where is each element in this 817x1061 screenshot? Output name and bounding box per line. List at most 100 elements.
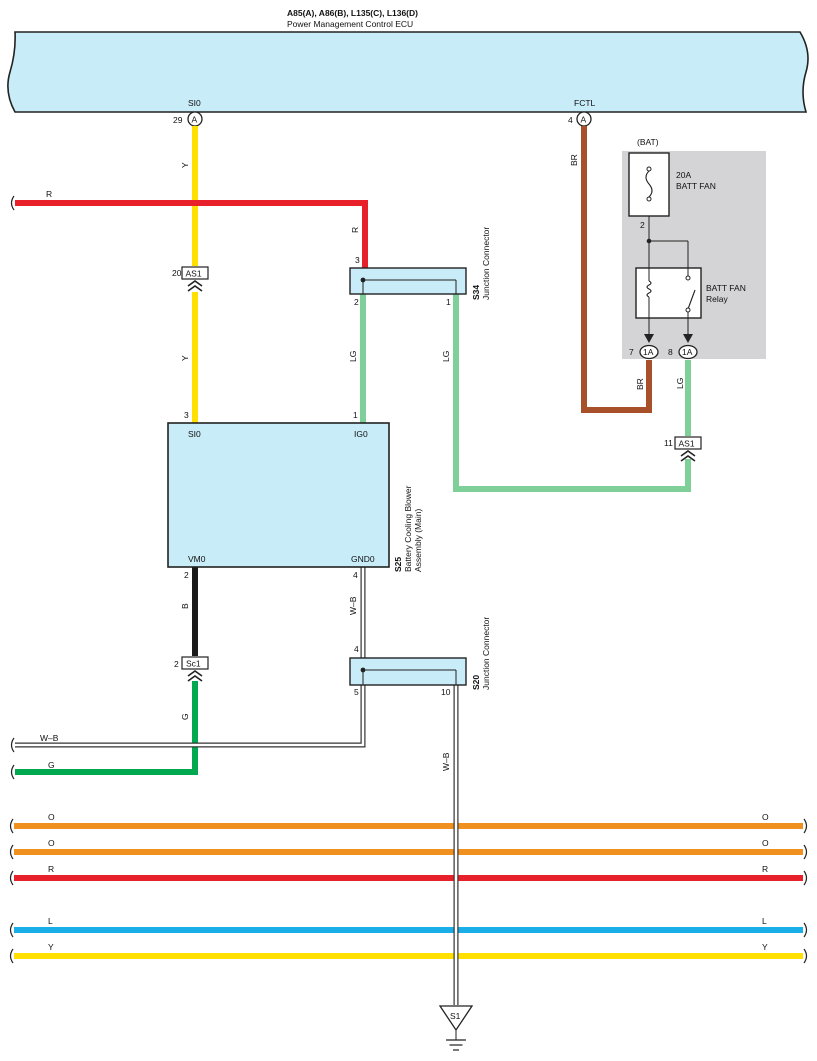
relay-box: (BAT) 20A BATT FAN 2 BATT FAN <box>628 137 746 360</box>
relay-pin-8: 8 1A <box>668 344 698 360</box>
relay-coil-icon <box>646 268 652 318</box>
s34-pin2: 2 <box>354 297 359 307</box>
arrow-icon <box>644 334 654 343</box>
s25-gnd0-pin: 4 <box>353 570 358 580</box>
label-g-horiz: G <box>48 760 55 770</box>
relay-pin-7: 7 1A <box>629 344 659 360</box>
pin-connector-letter: A <box>192 115 198 125</box>
label-r-top: R <box>46 189 52 199</box>
connector-pin-number: 2 <box>174 659 179 669</box>
bat-label: (BAT) <box>637 137 659 147</box>
label-lg-s34: LG <box>441 351 451 362</box>
pin-connector: 1A <box>682 347 693 357</box>
wire-labels: Y Y R R LG LG LG BR BR B G W–B W–B W–B G <box>40 154 685 771</box>
ecu-pin-a4: 4 A <box>568 111 592 127</box>
bus-wire-label-right: Y <box>762 942 768 952</box>
label-wb-vert: W–B <box>348 596 358 615</box>
s25-name-1: Battery Cooling Blower <box>403 485 413 572</box>
connector-sc1: 2 Sc1 <box>174 656 209 682</box>
ground-id: S1 <box>450 1011 461 1021</box>
power-management-ecu: A85(A), A86(B), L135(C), L136(D) Power M… <box>7 8 809 113</box>
pin-connector: 1A <box>643 347 654 357</box>
bus-wire-label-right: O <box>762 838 769 848</box>
s20-type: Junction Connector <box>481 617 491 690</box>
bus-wire-label-left: O <box>48 812 55 822</box>
s20-pin5: 5 <box>354 687 359 697</box>
connector-name: AS1 <box>679 439 695 449</box>
label-lg-s25: LG <box>348 351 358 362</box>
wire-end-bracket <box>9 922 14 938</box>
fuse-rating: 20A <box>676 170 691 180</box>
s25-gnd0-label: GND0 <box>351 554 375 564</box>
s25-si0-label: SI0 <box>188 429 201 439</box>
fuse-name: BATT FAN <box>676 181 716 191</box>
wire-g <box>15 681 198 775</box>
wire-end-bracket <box>9 948 14 964</box>
bus-wire-label-right: R <box>762 864 768 874</box>
connector-as1-right: 11 AS1 <box>664 436 702 462</box>
s34-id: S34 <box>471 285 481 300</box>
s25-ig0-label: IG0 <box>354 429 368 439</box>
bus-wire-label-left: Y <box>48 942 54 952</box>
pin-number: 4 <box>568 115 573 125</box>
bus-wire-label-right: O <box>762 812 769 822</box>
wire-end-bracket <box>9 844 14 860</box>
wire-end-brackets <box>10 195 15 780</box>
label-wb-horiz: W–B <box>40 733 59 743</box>
wire-end-bracket <box>803 948 808 964</box>
wire-end-bracket <box>9 870 14 886</box>
junction-connector-s34: 3 2 1 S34 Junction Connector <box>349 227 491 307</box>
connector-pin-number: 11 <box>664 438 673 448</box>
pin-number: 8 <box>668 347 673 357</box>
bus-wire-label-right: L <box>762 916 767 926</box>
s34-pin3: 3 <box>355 255 360 265</box>
bus-wire-label-left: R <box>48 864 54 874</box>
ecu-name-label: Power Management Control ECU <box>287 19 413 29</box>
s20-id: S20 <box>471 675 481 690</box>
wire-wb-horiz <box>15 685 366 748</box>
ecu-pin-fctl-label: FCTL <box>574 98 596 108</box>
connector-name: AS1 <box>186 269 202 279</box>
fuse-pin: 2 <box>640 220 645 230</box>
label-br-top: BR <box>569 154 579 166</box>
label-y-top: Y <box>180 162 190 168</box>
pin-number: 7 <box>629 347 634 357</box>
wire-lg-s34 <box>453 294 691 492</box>
s20-pin4: 4 <box>354 644 359 654</box>
ground-s1: S1 <box>438 1005 474 1051</box>
wire-end-bracket <box>803 844 808 860</box>
wire-end-bracket <box>803 818 808 834</box>
bus-wire-label-left: L <box>48 916 53 926</box>
ecu-pin-a29: 29 A <box>173 111 203 127</box>
ecu-connectors-label: A85(A), A86(B), L135(C), L136(D) <box>287 8 418 18</box>
wire-r-top <box>15 200 368 268</box>
pin-number: 29 <box>173 115 183 125</box>
pin-connector-letter: A <box>581 115 587 125</box>
fuse-icon <box>645 166 653 202</box>
ecu-pin-si0-label: SI0 <box>188 98 201 108</box>
junction-connector-s20: 4 5 10 S20 Junction Connector <box>349 617 491 697</box>
relay-switch-icon <box>685 268 696 318</box>
s25-ig0-pin: 1 <box>353 410 358 420</box>
label-lg-relay: LG <box>675 378 685 389</box>
blower-assembly-s25: 3 1 SI0 IG0 VM0 GND0 2 4 S25 Battery Coo… <box>167 410 423 580</box>
s25-si0-pin: 3 <box>184 410 189 420</box>
connector-pin-number: 20 <box>172 268 182 278</box>
label-br-relay: BR <box>635 378 645 390</box>
label-g-vert: G <box>180 713 190 720</box>
label-b: B <box>180 603 190 609</box>
s20-pin10: 10 <box>441 687 451 697</box>
label-wb-gnd: W–B <box>441 752 451 771</box>
wire-end-bracket <box>9 818 14 834</box>
label-r-s34: R <box>350 227 360 233</box>
bus-wire-label-left: O <box>48 838 55 848</box>
relay-name-1: BATT FAN <box>706 283 746 293</box>
s25-id: S25 <box>393 557 403 572</box>
